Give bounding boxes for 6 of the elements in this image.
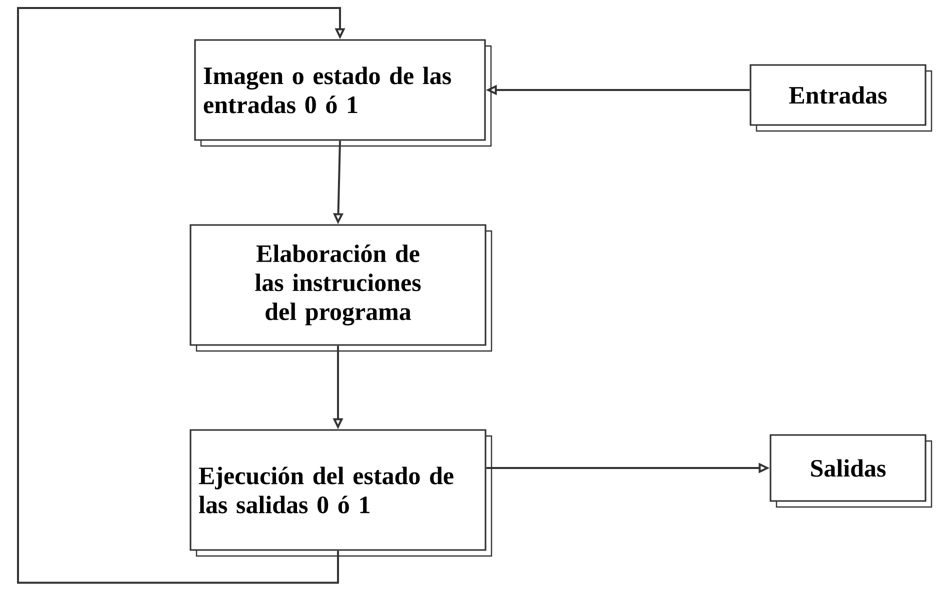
arrow <box>17 7 346 584</box>
process-box: Ejecución del estado de las salidas 0 ó 1 <box>190 429 492 557</box>
process-box: Salidas <box>770 434 932 508</box>
process-box: Entradas <box>750 64 932 132</box>
process-box: Elaboración de las instruciones del programa <box>190 224 492 352</box>
process-box: Imagen o estado de las entradas 0 ó 1 <box>194 39 492 147</box>
